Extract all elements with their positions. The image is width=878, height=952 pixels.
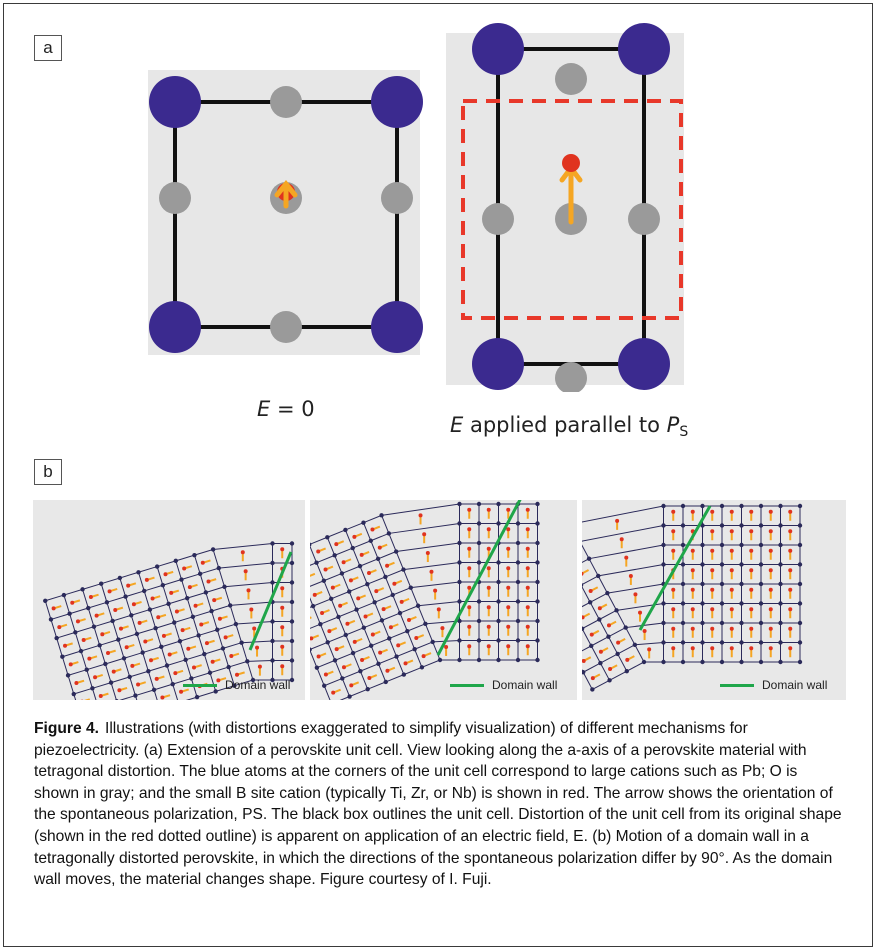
- unit-cell-outline: [173, 100, 399, 329]
- caption-e-applied-var: E: [450, 413, 464, 437]
- oxygen-atom: [270, 86, 302, 118]
- lattice-grid: [270, 501, 540, 707]
- corner-atom: [149, 76, 201, 128]
- caption-ps-var: P: [666, 413, 680, 437]
- domain-wall-lattice-2: [270, 495, 540, 707]
- oxygen-atom: [628, 203, 660, 235]
- corner-atom: [371, 301, 423, 353]
- domain-wall-lattice-1: [43, 541, 295, 734]
- domain-wall-legend-line: [450, 684, 484, 688]
- original-shape-dotted-outline: [461, 99, 683, 320]
- domain-wall-line: [436, 495, 524, 656]
- domain-wall-panel-3: Domain wall: [516, 500, 846, 700]
- lattice-grid: [516, 503, 803, 692]
- caption-e-zero-var: E: [257, 397, 271, 421]
- domain-wall-line: [248, 551, 293, 651]
- unit-cell-e0: [149, 76, 423, 353]
- corner-atom: [371, 76, 423, 128]
- domain-wall-panel-1: Domain wall: [33, 500, 305, 734]
- caption-ps-sub: S: [679, 424, 689, 440]
- domain-wall-legend: Domain wall: [183, 678, 290, 692]
- domain-wall-legend-label: Domain wall: [225, 678, 291, 692]
- domain-wall-legend-label: Domain wall: [762, 678, 828, 692]
- corner-atom: [472, 338, 524, 390]
- domain-wall-legend: Domain wall: [450, 678, 557, 692]
- oxygen-atom: [555, 63, 587, 95]
- domain-wall-lattice-3: [516, 503, 803, 692]
- domain-wall-legend: Domain wall: [720, 678, 827, 692]
- panel-label-a: a: [34, 35, 62, 61]
- caption-e-applied: E applied parallel to PS: [450, 413, 688, 440]
- corner-atom: [618, 23, 670, 75]
- oxygen-atom: [381, 182, 413, 214]
- figure-label: Figure 4.: [34, 720, 99, 737]
- oxygen-atom: [482, 203, 514, 235]
- unit-cell-e-applied: [461, 23, 683, 392]
- domain-wall-panel-2: Domain wall: [270, 495, 577, 707]
- domain-wall-legend-label: Domain wall: [492, 678, 558, 692]
- domain-wall-line: [638, 505, 712, 631]
- caption-e-applied-rest: applied parallel to: [463, 413, 667, 437]
- panel-label-b: b: [34, 459, 62, 485]
- oxygen-atom: [555, 362, 587, 392]
- domain-wall-legend-line: [183, 684, 217, 688]
- figure-caption: Figure 4.Illustrations (with distortions…: [34, 718, 846, 891]
- corner-atom: [618, 338, 670, 390]
- figure-caption-text: Illustrations (with distortions exaggera…: [34, 720, 842, 889]
- b-site-atom: [562, 154, 580, 172]
- lattice-grid: [43, 541, 295, 734]
- oxygen-atom: [159, 182, 191, 214]
- polarization-arrow: [274, 180, 298, 209]
- caption-e-zero-rest: = 0: [270, 397, 315, 421]
- oxygen-atom: [270, 311, 302, 343]
- caption-e-zero: E = 0: [257, 397, 315, 421]
- corner-atom: [472, 23, 524, 75]
- domain-wall-legend-line: [720, 684, 754, 688]
- corner-atom: [149, 301, 201, 353]
